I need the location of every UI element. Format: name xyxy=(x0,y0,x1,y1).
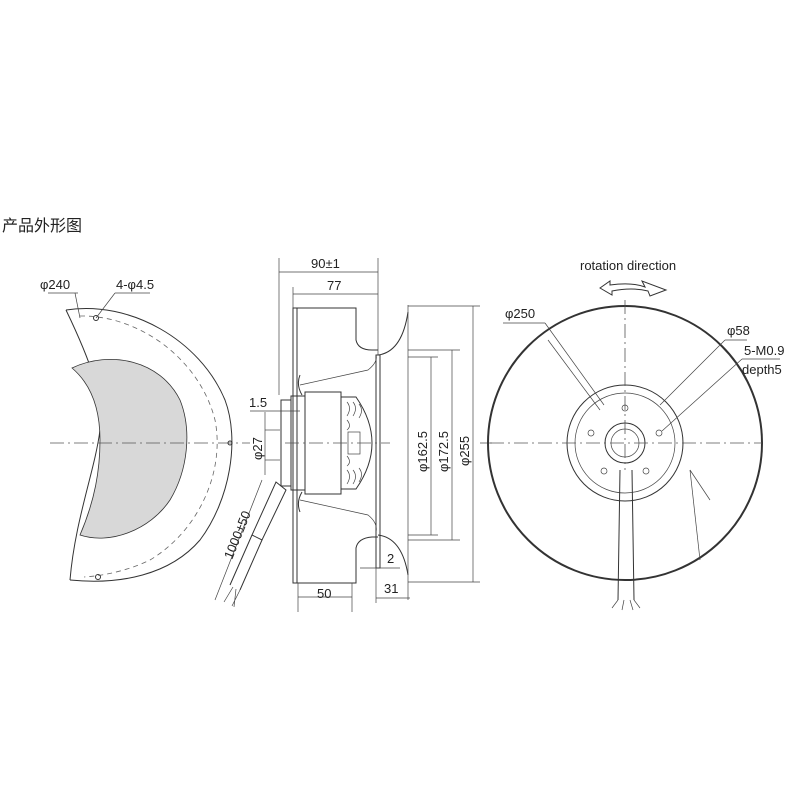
rotation-arrow-icon xyxy=(599,280,668,297)
mount-hole xyxy=(227,440,233,446)
rotor-fins xyxy=(346,401,362,485)
dim-inlet-inner: φ162.5 xyxy=(415,431,430,472)
cable-gland xyxy=(251,481,287,541)
side-view: 90±1 77 1.5 φ27 xyxy=(214,256,492,612)
dim-gap: 2 xyxy=(387,551,394,566)
dim-blade-depth: 50 xyxy=(317,586,331,601)
dim-impeller-length: 77 xyxy=(327,278,341,293)
dim-impeller-diameter: φ250 xyxy=(505,306,535,321)
outer-arc xyxy=(65,308,233,582)
dim-shaft-diameter: φ27 xyxy=(250,437,265,460)
dim-outer-diameter: φ240 xyxy=(40,277,70,292)
dim-ring-depth: 31 xyxy=(384,581,398,596)
bolt-circle xyxy=(79,315,218,578)
drawing-title: 产品外形图 xyxy=(2,216,83,235)
cable xyxy=(617,469,635,601)
front-view: rotation direction φ250 φ58 5-M0.9 depth… xyxy=(487,258,784,611)
mount-hole xyxy=(93,315,99,321)
dim-thread: 5-M0.9 xyxy=(744,343,784,358)
dim-thread-depth: depth5 xyxy=(742,362,782,377)
dim-hub-diameter: φ58 xyxy=(727,323,750,338)
left-view: φ240 4-φ4.5 xyxy=(40,277,250,582)
mount-hole xyxy=(95,574,101,580)
dim-overall-length: 90±1 xyxy=(311,256,340,271)
dim-flange-offset: 1.5 xyxy=(249,395,267,410)
dim-inlet-ring: φ255 xyxy=(457,436,472,466)
dim-holes: 4-φ4.5 xyxy=(116,277,154,292)
dim-cable-length: 1000±50 xyxy=(221,509,254,561)
hub-holes xyxy=(587,404,663,475)
inlet-shaded xyxy=(71,359,188,539)
rotation-label: rotation direction xyxy=(580,258,676,273)
cut-edge xyxy=(65,309,102,581)
impeller-outline xyxy=(487,305,763,581)
dim-inlet-outer: φ172.5 xyxy=(436,431,451,472)
